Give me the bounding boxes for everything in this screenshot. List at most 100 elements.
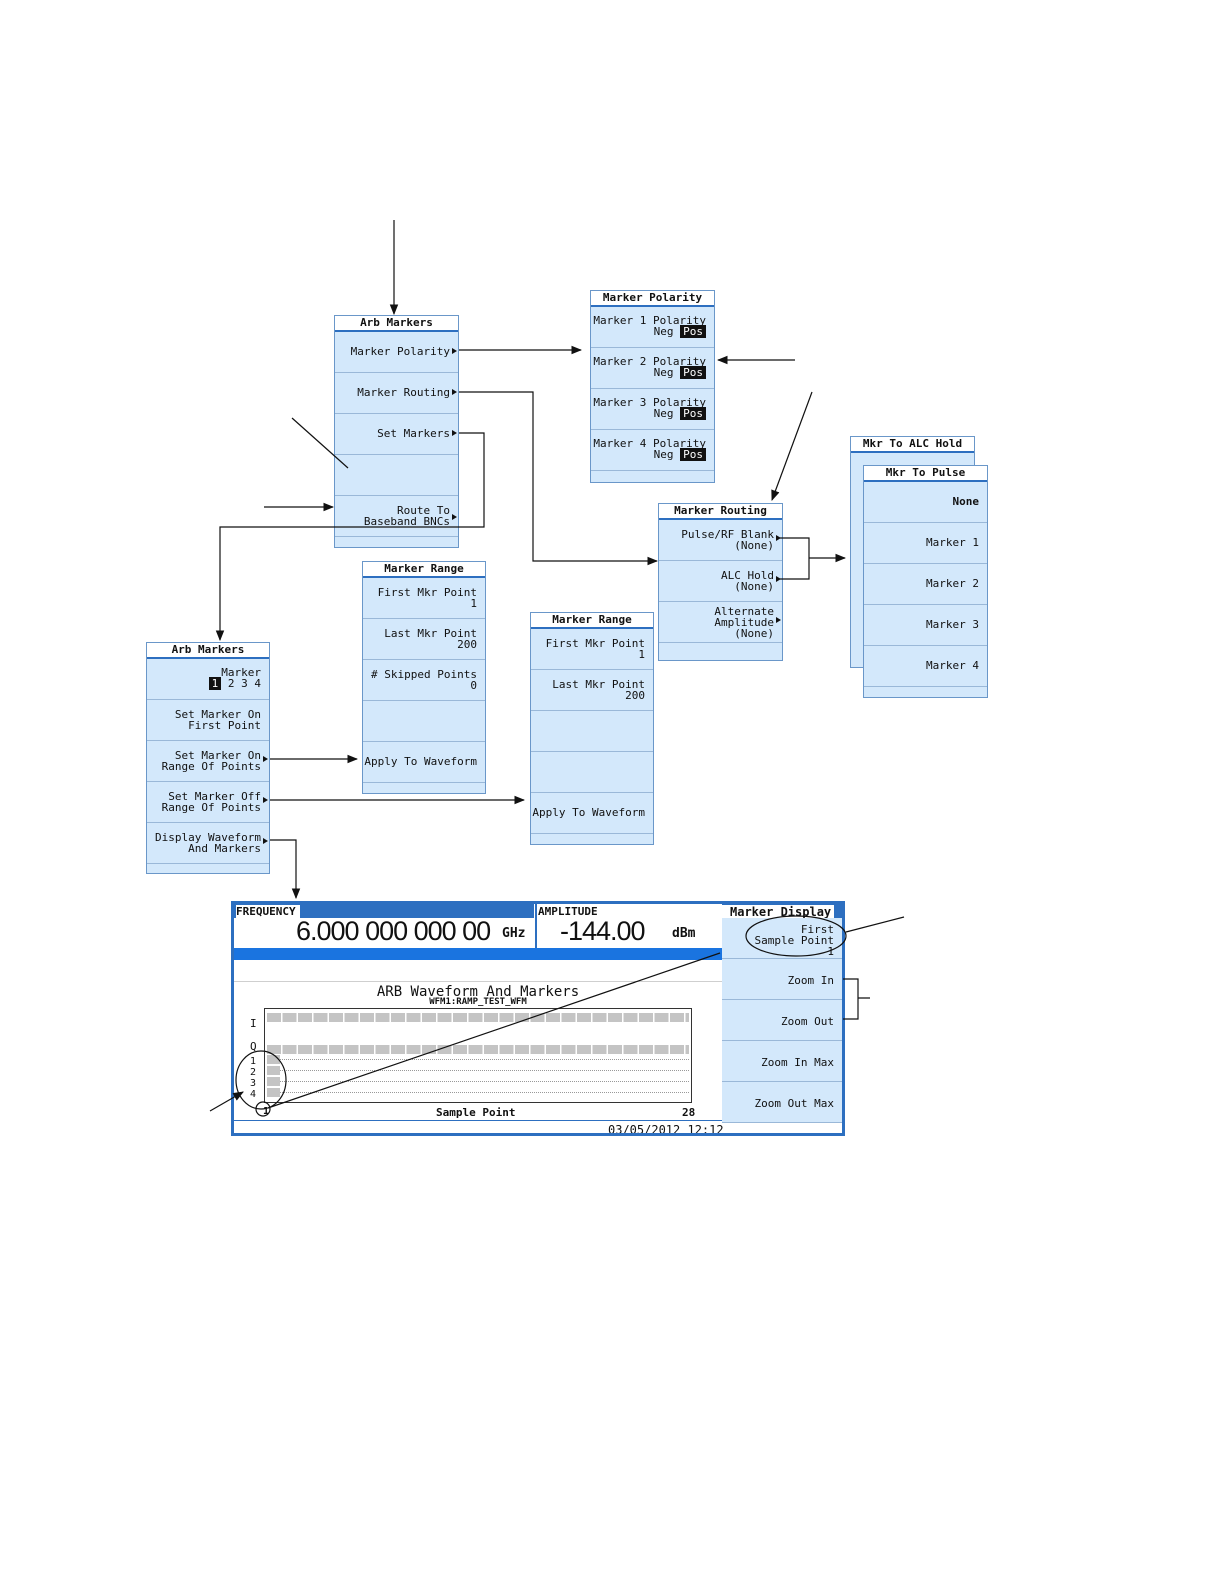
pos-option: Pos (680, 407, 706, 420)
pos-option: Pos (680, 325, 706, 338)
key-label: Zoom Out Max (754, 1097, 834, 1110)
key-label: Zoom In Max (761, 1056, 834, 1069)
apply-to-waveform-key[interactable]: Apply To Waveform (363, 742, 485, 783)
display-waveform-key[interactable]: Display Waveform And Markers (147, 823, 269, 864)
set-marker-on-range-key[interactable]: Set Marker On Range Of Points (147, 741, 269, 782)
pulse-none-key[interactable]: None (864, 482, 987, 523)
key-label: Set Marker On (174, 749, 261, 762)
key-label: # Skipped Points (371, 668, 477, 681)
key-label: Pulse/RF Blank (681, 528, 774, 541)
pulse-marker-4-key[interactable]: Marker 4 (864, 646, 987, 687)
submenu-arrow-icon (452, 514, 457, 520)
row-label-i: I (250, 1017, 257, 1030)
x-axis-start: 1 (263, 1106, 270, 1117)
x-axis-end: 28 (682, 1106, 696, 1119)
pulse-marker-1-key[interactable]: Marker 1 (864, 523, 987, 564)
skipped-points-key[interactable]: # Skipped Points 0 (363, 660, 485, 701)
key-label: Range Of Points (161, 760, 261, 773)
zoom-out-max-key[interactable]: Zoom Out Max (722, 1082, 842, 1123)
zoom-bracket (843, 978, 870, 1020)
amplitude-value: -144.00 (560, 916, 646, 946)
submenu-arrow-icon (263, 797, 268, 803)
zoom-in-key[interactable]: Zoom In (722, 959, 842, 1000)
key-value: 1 (827, 945, 834, 958)
marker-1-polarity-key[interactable]: Marker 1 Polarity Neg Pos (591, 307, 714, 348)
first-sample-point-key[interactable]: First Sample Point 1 (722, 918, 842, 959)
marker-4-polarity-key[interactable]: Marker 4 Polarity Neg Pos (591, 430, 714, 471)
pulse-marker-3-key[interactable]: Marker 3 (864, 605, 987, 646)
route-to-baseband-key[interactable]: Route To Baseband BNCs (335, 496, 458, 537)
key-value: 1 (638, 648, 645, 661)
first-mkr-point-key[interactable]: First Mkr Point 1 (363, 578, 485, 619)
submenu-arrow-icon (452, 389, 457, 395)
submenu-arrow-icon (452, 430, 457, 436)
set-marker-on-first-point-key[interactable]: Set Marker On First Point (147, 700, 269, 741)
menu-title: Mkr To ALC Hold (851, 437, 974, 453)
last-mkr-point-key[interactable]: Last Mkr Point 200 (363, 619, 485, 660)
pulse-marker-2-key[interactable]: Marker 2 (864, 564, 987, 605)
key-label: Marker Routing (357, 386, 450, 399)
apply-to-waveform-key[interactable]: Apply To Waveform (531, 793, 653, 834)
menu-title: Marker Range (363, 562, 485, 578)
routing-bracket (780, 537, 845, 580)
callout-marker-routing-arrow (771, 391, 813, 502)
marker-routing-key[interactable]: Marker Routing (335, 373, 458, 414)
zoom-out-key[interactable]: Zoom Out (722, 1000, 842, 1041)
marker-polarity-key[interactable]: Marker Polarity (335, 332, 458, 373)
timestamp: 03/05/2012 12:12 (608, 1123, 724, 1136)
blank-key[interactable] (531, 711, 653, 752)
menu-title: Marker Range (531, 613, 653, 629)
blank-key[interactable] (363, 701, 485, 742)
key-label: Last Mkr Point (552, 678, 645, 691)
marker-3-block (267, 1077, 280, 1086)
alternate-amplitude-key[interactable]: Alternate Amplitude (None) (659, 602, 782, 643)
key-label: Marker 2 Polarity (593, 355, 706, 368)
arb-markers-set-menu: Arb Markers Marker 1 2 3 4 Set Marker On… (146, 642, 270, 874)
row-label-marker-4: 4 (250, 1089, 257, 1100)
key-label: Range Of Points (161, 801, 261, 814)
marker-2-polarity-key[interactable]: Marker 2 Polarity Neg Pos (591, 348, 714, 389)
marker-3-polarity-key[interactable]: Marker 3 Polarity Neg Pos (591, 389, 714, 430)
q-waveform-bar (267, 1045, 689, 1054)
menu-title: Arb Markers (335, 316, 458, 332)
key-value: 200 (625, 689, 645, 702)
pos-option: Pos (680, 366, 706, 379)
row-label-marker-1: 1 (250, 1056, 257, 1067)
blank-key[interactable] (335, 455, 458, 496)
neg-option: Neg (653, 407, 674, 420)
to-display-arrow (270, 839, 301, 900)
marker-polarity-menu: Marker Polarity Marker 1 Polarity Neg Po… (590, 290, 715, 483)
key-label: Set Marker On (174, 708, 261, 721)
key-label: Alternate (714, 605, 774, 618)
marker-1-trace (267, 1059, 689, 1061)
key-label: Set Marker Off (168, 790, 261, 803)
zoom-in-max-key[interactable]: Zoom In Max (722, 1041, 842, 1082)
key-label: Zoom Out (781, 1015, 834, 1028)
last-mkr-point-key[interactable]: Last Mkr Point 200 (531, 670, 653, 711)
menu-title: Marker Routing (659, 504, 782, 520)
frequency-label: FREQUENCY (236, 905, 300, 918)
arb-markers-menu: Arb Markers Marker Polarity Marker Routi… (334, 315, 459, 548)
key-label: Marker 3 (926, 618, 979, 631)
callout-first-sample-line (845, 916, 905, 933)
polarity-toggle: Neg Pos (653, 407, 706, 420)
amplitude-label: AMPLITUDE (538, 905, 602, 918)
footer-line (234, 1120, 722, 1121)
first-mkr-point-key[interactable]: First Mkr Point 1 (531, 629, 653, 670)
mkr-to-pulse-menu: Mkr To Pulse None Marker 1 Marker 2 Mark… (863, 465, 988, 698)
set-marker-off-range-key[interactable]: Set Marker Off Range Of Points (147, 782, 269, 823)
alc-hold-key[interactable]: ALC Hold (None) (659, 561, 782, 602)
pos-option: Pos (680, 448, 706, 461)
blank-key[interactable] (531, 752, 653, 793)
key-label: Marker (221, 666, 261, 679)
polarity-toggle: Neg Pos (654, 366, 706, 379)
key-label: Marker 4 (926, 659, 979, 672)
i-waveform-bar (267, 1013, 689, 1022)
set-markers-key[interactable]: Set Markers (335, 414, 458, 455)
marker-select-key[interactable]: Marker 1 2 3 4 (147, 659, 269, 700)
key-label: Apply To Waveform (532, 806, 645, 819)
pulse-rf-blank-key[interactable]: Pulse/RF Blank (None) (659, 520, 782, 561)
key-value: 1 (470, 597, 477, 610)
menu-title: Marker Polarity (591, 291, 714, 307)
submenu-arrow-icon (776, 535, 781, 541)
